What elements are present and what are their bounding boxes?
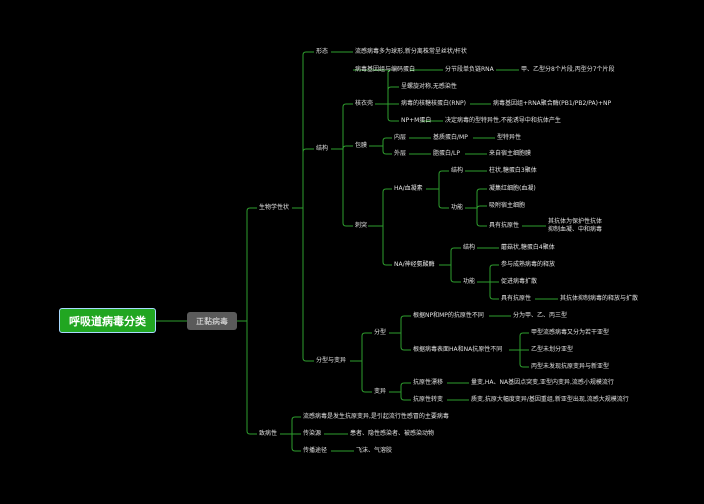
node-typing-h3[interactable]: 丙型未发现抗原变异与新亚型 [531,363,610,370]
connector [389,315,411,351]
node-ha-f2[interactable]: 吸附宿主细胞 [489,202,526,209]
node-pathogenicity-desc[interactable]: 流感病毒是发生抗原变异,是引起流行性感冒的主要病毒 [303,413,449,420]
node-genome-desc[interactable]: 分节段单负链RNA [445,66,494,73]
connector [237,207,257,435]
node-typing-variation[interactable]: 分型与变异 [316,357,347,364]
connector [331,103,353,227]
node-structure[interactable]: 结构 [316,145,329,152]
node-ha-structure-desc[interactable]: 柱状,糖蛋白3聚体 [489,167,537,174]
ha-f3-desc-line1: 其抗体为保护性抗体 [548,218,603,225]
node-ha-f3-desc[interactable]: 其抗体为保护性抗体 抑制血凝、中和病毒 [548,218,602,234]
node-na[interactable]: NA/神经氨酸酶 [394,261,435,268]
node-pathogenicity[interactable]: 致病性 [259,430,278,437]
node-route[interactable]: 传播途径 [303,447,328,454]
node-outer-protein[interactable]: 脂蛋白/LP [433,150,460,157]
node-np-m[interactable]: NP+M蛋白 [401,117,432,124]
node-na-structure[interactable]: 结构 [463,244,476,251]
node-na-f3[interactable]: 具有抗原性 [501,295,532,302]
node-drift[interactable]: 抗原性漂移 [413,379,444,386]
connector [350,332,372,393]
node-source[interactable]: 传染源 [303,430,322,437]
node-helix[interactable]: 呈螺旋对称,无感染性 [401,83,457,90]
node-outer-desc[interactable]: 来自宿主细胞膜 [489,150,532,157]
node-typing-ha[interactable]: 根据病毒表面HA和NA抗原性不同 [413,346,503,353]
root-node[interactable]: 呼吸道病毒分类 [59,308,156,333]
node-nucleocapsid[interactable]: 核衣壳 [355,100,374,107]
node-morphology-desc[interactable]: 流感病毒多为球形,新分离株常呈丝状/杆状 [355,48,467,55]
node-ha[interactable]: HA/血凝素 [394,185,423,192]
node-na-f2[interactable]: 促进病毒扩散 [501,278,538,285]
node-variation[interactable]: 变异 [374,388,387,395]
node-morphology[interactable]: 形态 [316,48,329,55]
node-outer-layer[interactable]: 外层 [394,150,407,157]
node-shift[interactable]: 抗原性转变 [413,396,444,403]
connector [477,264,499,300]
ha-f3-desc-line2: 抑制血凝、中和病毒 [548,226,603,233]
node-na-structure-desc[interactable]: 蘑菇状,糖蛋白4聚体 [501,244,555,251]
node-inner-desc[interactable]: 型特异性 [497,134,522,141]
node-genome[interactable]: 病毒基因组与编码蛋白 [355,66,416,73]
node-typing-np[interactable]: 根据NP和MP的抗原性不同 [413,312,484,319]
node-ha-function[interactable]: 功能 [451,204,464,211]
node-typing-np-desc[interactable]: 分为甲、乙、丙三型 [513,312,568,319]
node-drift-desc[interactable]: 量变,HA、NA基因点突变,亚型内变异,流感小规模流行 [471,379,614,386]
connector [280,416,301,452]
connector [509,332,529,368]
node-spike[interactable]: 刺突 [355,222,368,229]
node-route-desc[interactable]: 飞沫、气溶胶 [356,447,393,454]
connector [439,247,461,283]
connector [369,137,392,155]
node-inner-protein[interactable]: 基质蛋白/MP [433,134,468,141]
node-na-function[interactable]: 功能 [463,278,476,285]
node-biology[interactable]: 生物学性状 [259,204,290,211]
subject-node[interactable]: 正黏病毒 [187,312,237,330]
connector [465,188,487,227]
connector [368,188,392,266]
node-ha-structure[interactable]: 结构 [451,167,464,174]
node-rnp[interactable]: 病毒的核糖核蛋白(RNP) [401,100,466,107]
node-inner-layer[interactable]: 内层 [394,134,407,141]
connector [292,51,314,362]
node-typing[interactable]: 分型 [374,329,387,336]
node-rnp-desc[interactable]: 病毒基因组+RNA聚合酶(PB1/PB2/PA)+NP [493,100,612,107]
connector [426,170,449,209]
node-na-f1[interactable]: 参与成熟病毒的释放 [501,261,556,268]
node-typing-h2[interactable]: 乙型未划分亚型 [531,346,574,353]
node-np-m-desc[interactable]: 决定病毒的型特异性,不能诱导中和抗体产生 [445,117,561,124]
node-shift-desc[interactable]: 质变,抗原大幅度变异/基因重组,新亚型出现,流感大规模流行 [471,396,629,403]
node-source-desc[interactable]: 患者、隐性感染者、被感染动物 [350,430,435,437]
node-envelope[interactable]: 包膜 [355,142,368,149]
node-typing-h1[interactable]: 甲型流感病毒又分为若干亚型 [531,329,610,336]
connector [353,69,399,122]
node-ha-f3[interactable]: 具有抗原性 [489,222,520,229]
connector [389,382,411,401]
node-genome-types[interactable]: 甲、乙型分8个片段,丙型分7个片段 [521,66,615,73]
node-ha-f1[interactable]: 凝集红细胞(血凝) [489,185,536,192]
node-na-f3-desc[interactable]: 其抗体抑制病毒的释放与扩散 [560,295,639,302]
